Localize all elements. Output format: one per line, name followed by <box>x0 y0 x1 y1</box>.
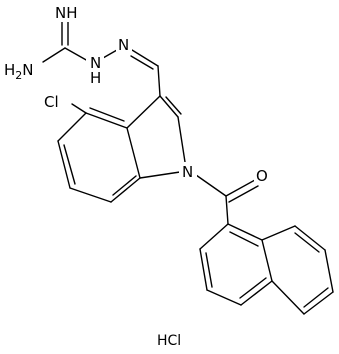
bond-c3-c2-inner <box>165 96 182 115</box>
atom-o-carbonyl: O <box>256 167 268 185</box>
atom-n-indole: N <box>182 163 193 181</box>
bond-c-nh2 <box>42 47 66 63</box>
bond-na-6-inner <box>229 231 259 247</box>
atom-nh2-text: H <box>4 61 15 79</box>
bond-c2-n1 <box>177 116 186 163</box>
bond-c3a-c7a <box>126 127 141 179</box>
bond-n1-carbonyl <box>195 174 227 197</box>
bond-c7-c7a-inner <box>112 175 137 196</box>
atom-nh-imine: NH <box>55 4 78 22</box>
bond-n-n <box>102 49 118 59</box>
bonds <box>42 21 334 315</box>
bond-cn-double-2 <box>130 55 154 70</box>
bond-c4-c5 <box>57 112 87 142</box>
bond-nb-2 <box>294 225 326 251</box>
bond-na-4 <box>240 280 273 306</box>
atom-labels: NH H2N N H N Cl N O <box>3 4 272 185</box>
bond-nb-3 <box>324 249 334 293</box>
atom-h-hydrazone: H <box>90 69 101 87</box>
bond-nb-1 <box>261 225 296 241</box>
salt-label: HCl <box>157 333 181 349</box>
bond-c3a-c4 <box>85 112 128 129</box>
bond-ch-c3 <box>157 65 161 97</box>
atom-nh2: H2N <box>4 61 34 82</box>
bond-na-4-inner <box>239 277 267 299</box>
bond-na-1 <box>199 223 229 250</box>
bond-c7-c7a <box>110 177 141 203</box>
bond-c3a-c4-inner <box>89 107 125 122</box>
atom-n-hydrazone: N <box>90 54 101 72</box>
bond-c6-c7 <box>69 187 112 203</box>
bond-na-2-inner <box>205 252 213 288</box>
atom-n-imine: N <box>118 36 129 54</box>
atom-chloro: Cl <box>44 93 59 111</box>
bond-nb-4-inner <box>303 287 329 308</box>
bond-c5-c6-inner <box>63 144 76 185</box>
bond-c7a-n1 <box>139 171 181 179</box>
bond-c-nh <box>64 47 89 62</box>
bond-c3-c3a <box>126 95 161 129</box>
bond-c-cl-stub <box>71 103 87 114</box>
bond-co-1 <box>225 179 256 197</box>
bond-nb-5 <box>271 280 305 315</box>
bond-co-2 <box>228 185 259 203</box>
bond-nb-2-inner <box>294 232 320 253</box>
bond-na-3 <box>206 289 242 306</box>
bond-nb-4 <box>303 291 334 315</box>
bond-c5-c6 <box>57 140 71 189</box>
bond-cn-double-1 <box>131 49 159 67</box>
bond-na-2 <box>199 248 208 291</box>
bond-c3-c2 <box>159 95 179 118</box>
bond-na-6 <box>227 223 263 241</box>
bond-carbonyl-naphthyl <box>225 195 229 225</box>
bond-na-5 <box>261 239 273 282</box>
